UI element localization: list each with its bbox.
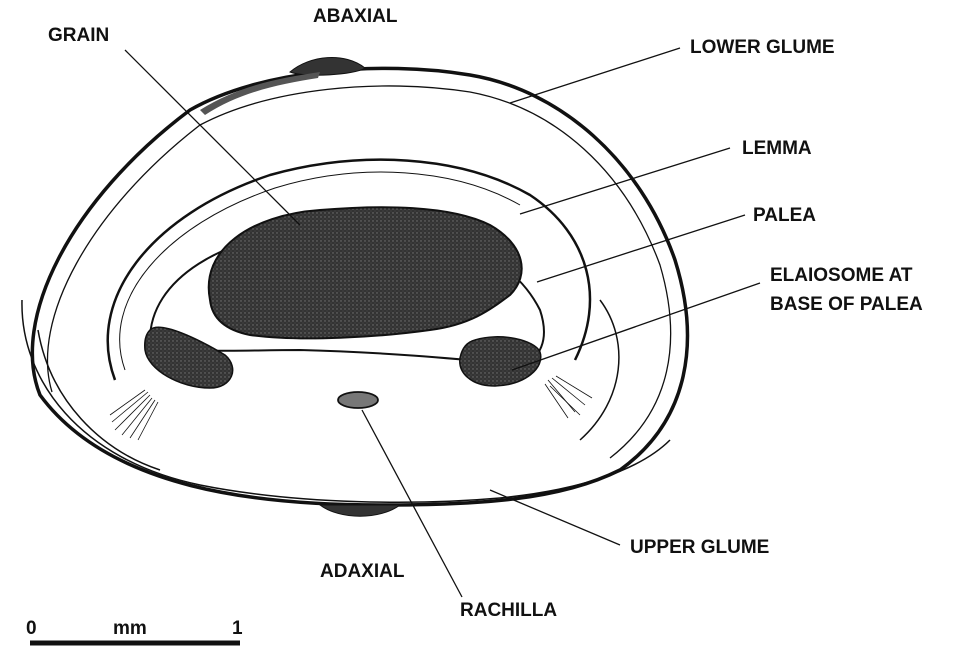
label-adaxial: ADAXIAL xyxy=(320,561,404,583)
leader-upper-glume xyxy=(490,490,620,545)
leader-palea xyxy=(537,215,745,282)
label-lemma: LEMMA xyxy=(742,138,812,160)
adaxial-keel xyxy=(320,505,400,516)
grain xyxy=(209,207,522,338)
elaiosome-right xyxy=(460,337,541,386)
scale-bar-end: 1 xyxy=(232,618,243,640)
label-elaiosome-line2: BASE OF PALEA xyxy=(770,294,923,316)
label-lower-glume: LOWER GLUME xyxy=(690,37,835,59)
label-upper-glume: UPPER GLUME xyxy=(630,537,769,559)
label-rachilla: RACHILLA xyxy=(460,600,557,622)
lemma-right-arc xyxy=(580,300,619,440)
rachilla xyxy=(338,392,378,408)
label-palea: PALEA xyxy=(753,205,816,227)
leader-lemma xyxy=(520,148,730,214)
leader-elaiosome xyxy=(512,283,760,370)
label-abaxial: ABAXIAL xyxy=(313,6,397,28)
scale-bar-start: 0 xyxy=(26,618,37,640)
leader-lower-glume xyxy=(510,48,680,103)
hairs-right xyxy=(545,376,592,418)
label-elaiosome-line1: ELAIOSOME AT xyxy=(770,265,913,287)
label-grain: GRAIN xyxy=(48,25,109,47)
hairs-left xyxy=(110,390,158,440)
scale-bar-unit: mm xyxy=(113,618,147,640)
abaxial-keel xyxy=(290,57,365,75)
elaiosome-left xyxy=(145,327,233,388)
